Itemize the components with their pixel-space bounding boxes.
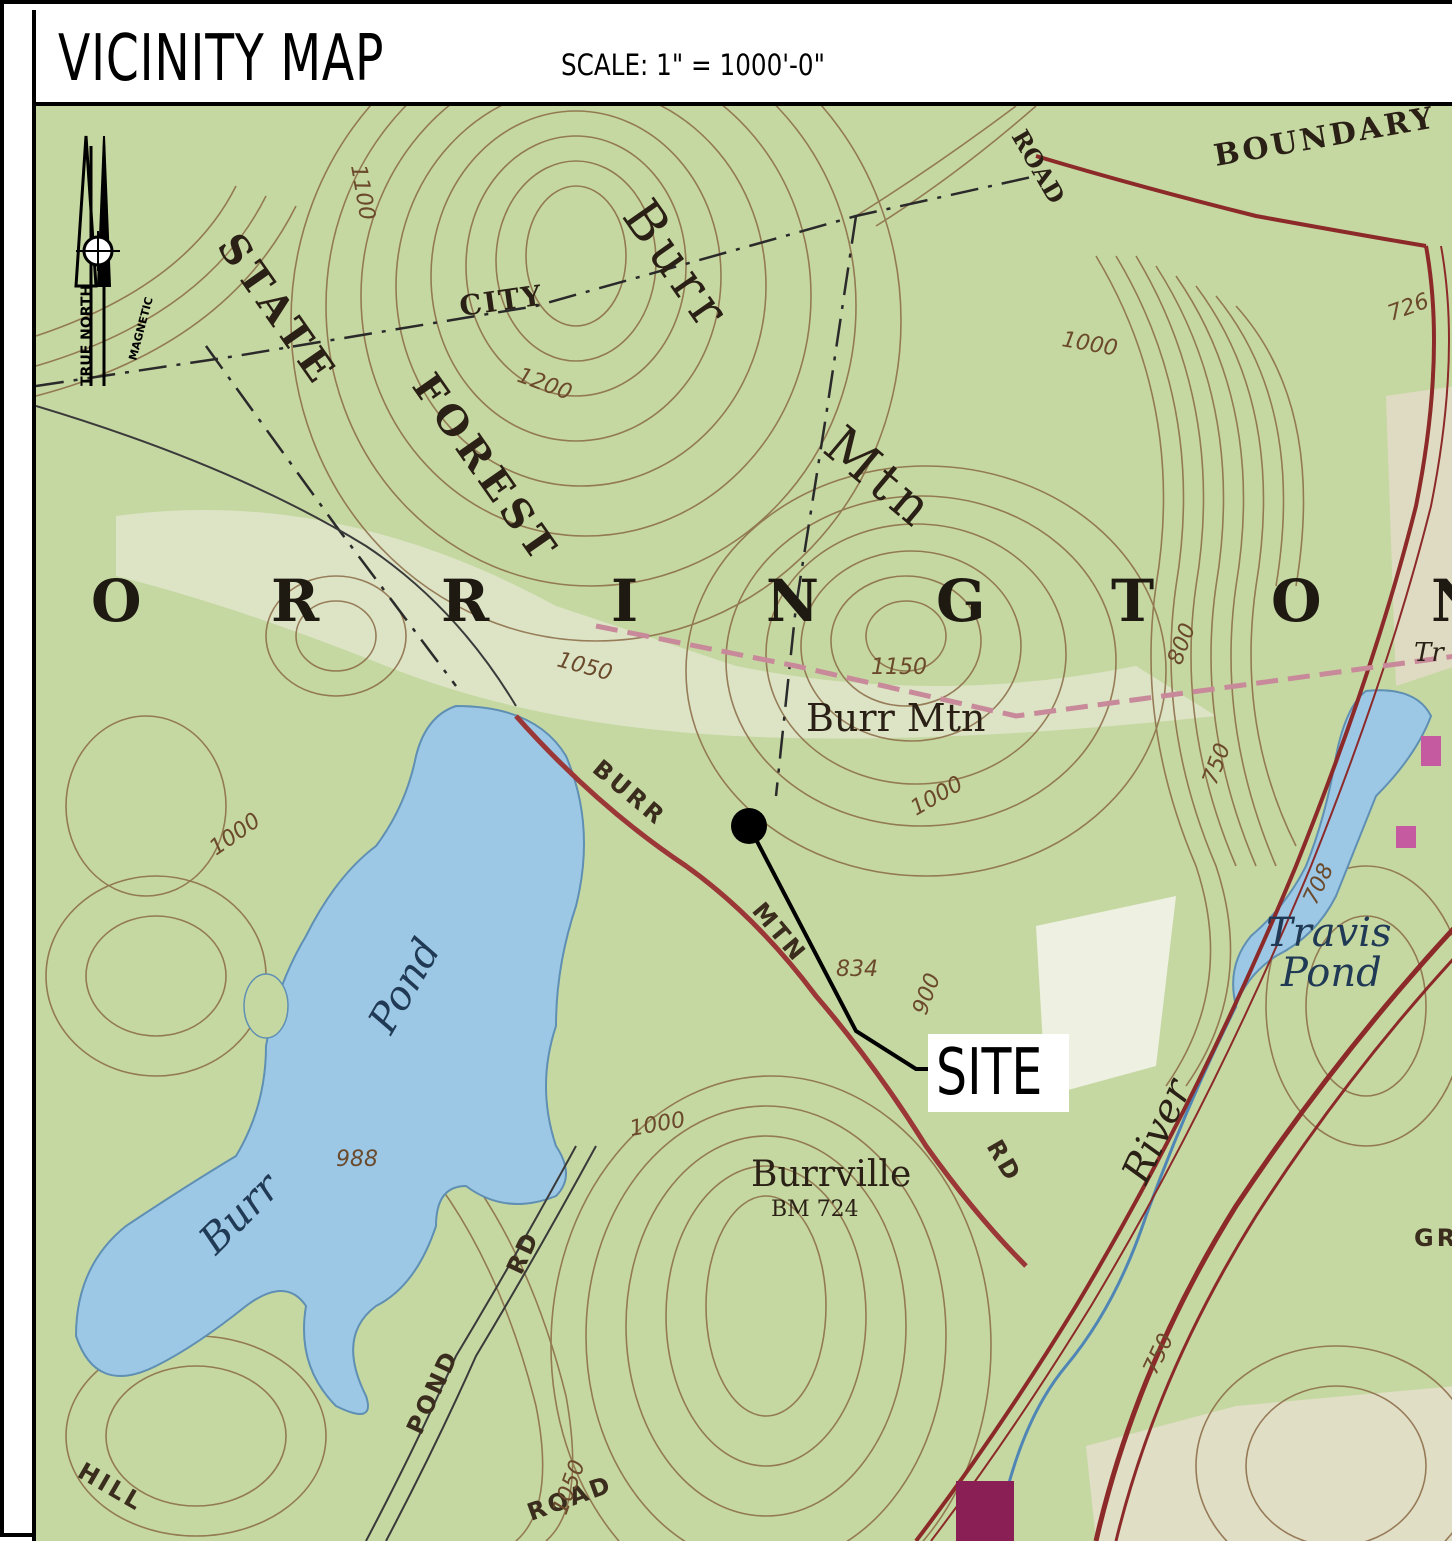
label-tr: Tr (1414, 638, 1445, 668)
town-letter: O (91, 567, 142, 635)
town-letter: N (1431, 567, 1452, 635)
highway (914, 154, 1452, 1541)
town-line (595, 623, 1452, 719)
pond-island (243, 973, 289, 1039)
town-letter: N (766, 567, 819, 635)
label-travis-pond: Pond (1280, 950, 1382, 996)
clearing (1036, 896, 1176, 1096)
forest-boundary-west (204, 345, 457, 687)
town-letter: R (271, 567, 320, 635)
building (956, 1481, 1014, 1541)
map-title: VICINITY MAP (58, 22, 385, 96)
map-canvas: STATE FOREST CITY BOUNDARY ROAD Burr Mtn… (36, 106, 1452, 1541)
town-letter: R (441, 567, 490, 635)
title-bar: VICINITY MAP SCALE: 1" = 1000'-0" (32, 10, 1452, 106)
town-name: O R R I N G T O N (91, 567, 1452, 635)
contour-label: 834 (836, 957, 878, 982)
building (1396, 826, 1416, 848)
town-letter: O (1271, 567, 1322, 635)
burr-mtn-road (514, 714, 1028, 1268)
pond-road-edge (385, 1145, 597, 1541)
town-letter: I (611, 567, 638, 635)
topographic-map: STATE FOREST CITY BOUNDARY ROAD Burr Mtn… (32, 106, 1452, 1541)
forest-boundary (36, 174, 1037, 388)
label-burr-mtn: Burr Mtn (806, 696, 985, 740)
label-gr: GR (1414, 1224, 1452, 1252)
building (1421, 736, 1441, 766)
map-scale: SCALE: 1" = 1000'-0" (561, 48, 825, 82)
clearing-band (116, 510, 1216, 739)
contour-lines (36, 106, 1452, 1541)
contour-label: 1150 (871, 655, 927, 680)
label-bm: BM 724 (771, 1197, 859, 1222)
label-travis: Travis (1266, 910, 1392, 956)
town-letter: T (1111, 567, 1154, 635)
town-letter: G (936, 567, 986, 635)
site-label-text: SITE (936, 1036, 1043, 1110)
true-north-label: TRUE NORTH (79, 285, 95, 386)
forest-boundary-east (774, 215, 858, 797)
trail (36, 405, 517, 707)
pond-road (365, 1145, 577, 1541)
urban-area (1086, 1386, 1452, 1541)
site-leader-line (747, 825, 930, 1071)
label-burrville: Burrville (751, 1154, 911, 1195)
river (994, 1005, 1238, 1541)
contour-label: 988 (336, 1147, 378, 1172)
site-label: SITE (928, 1034, 1070, 1112)
travis-pond (1232, 689, 1433, 1010)
